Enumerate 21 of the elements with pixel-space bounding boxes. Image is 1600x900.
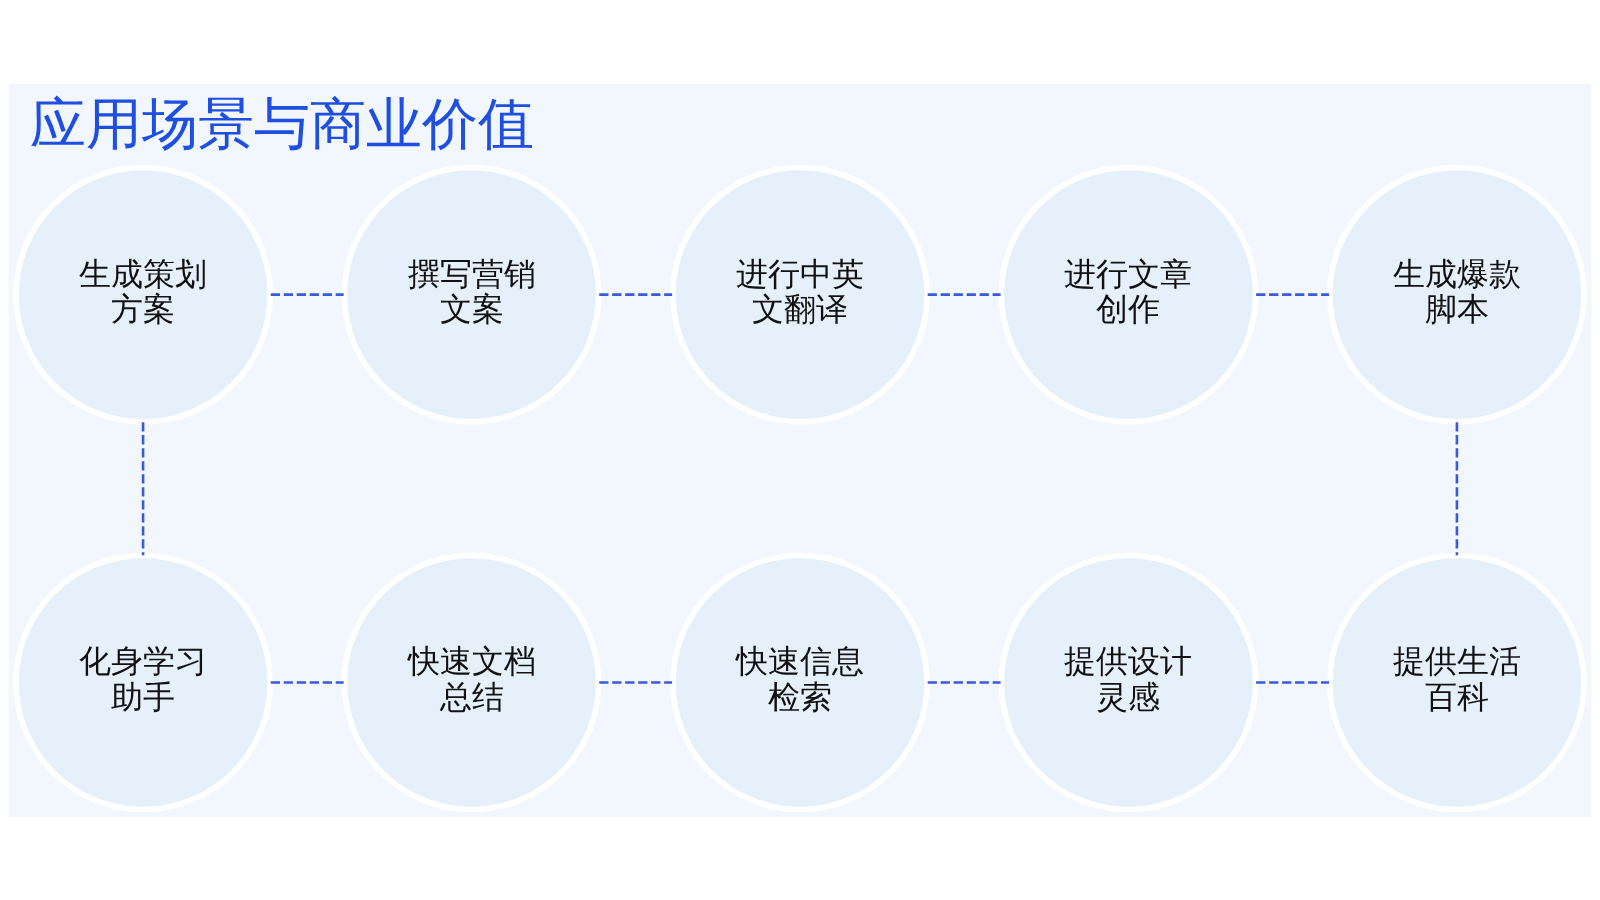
node-circle: 快速信息检索 [670, 552, 930, 812]
node-circle: 提供设计灵感 [998, 552, 1259, 812]
connector [1256, 680, 1330, 684]
connector [599, 680, 673, 684]
connector [1256, 292, 1330, 296]
node-circle: 快速文档总结 [341, 552, 602, 812]
connector [927, 680, 1001, 684]
node-circle: 进行中英文翻译 [670, 164, 930, 425]
connector [1455, 421, 1459, 555]
connector [270, 292, 344, 296]
connector [141, 421, 145, 555]
node-circle: 生成策划方案 [13, 164, 273, 425]
connector [270, 680, 344, 684]
node-circle: 提供生活百科 [1327, 552, 1587, 812]
node-circle: 化身学习助手 [13, 552, 273, 812]
diagram-title: 应用场景与商业价值 [30, 90, 535, 156]
node-circle: 进行文章创作 [998, 164, 1259, 425]
connector [599, 292, 673, 296]
connector [927, 292, 1001, 296]
node-circle: 生成爆款脚本 [1327, 164, 1587, 425]
node-circle: 撰写营销文案 [341, 164, 602, 425]
